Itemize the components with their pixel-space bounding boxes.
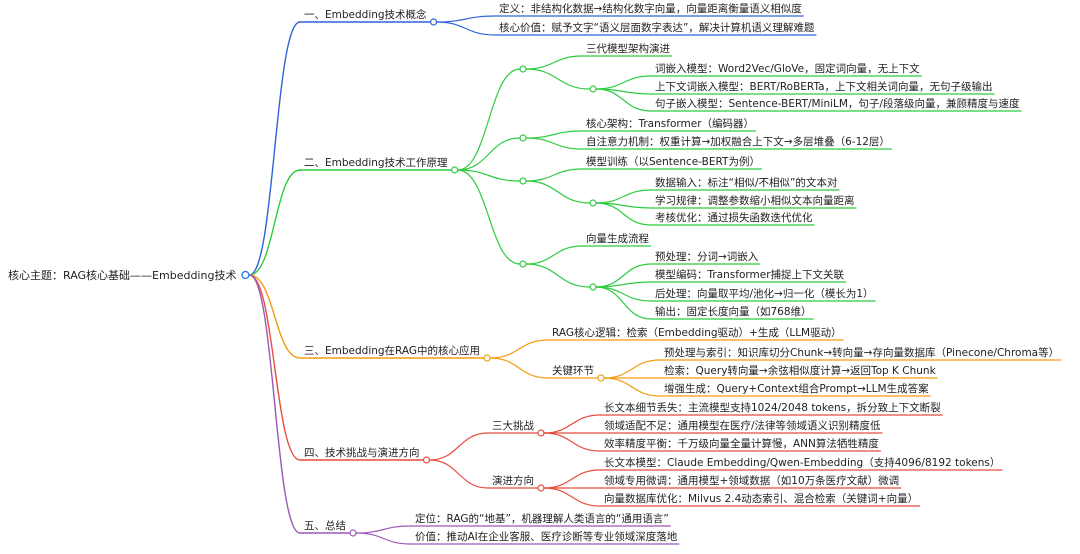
connector-line xyxy=(603,359,661,379)
connector-line xyxy=(457,169,521,265)
challenge-2: 领域适配不足：通用模型在医疗/法律等领域语义识别精度低 xyxy=(604,419,881,432)
connector-line xyxy=(525,130,583,139)
key-step-3: 增强生成：Query+Context组合Prompt→LLM生成答案 xyxy=(664,382,929,395)
root-topic: 核心主题：RAG核心基础——Embedding技术 xyxy=(8,268,236,282)
connector-line xyxy=(249,274,301,461)
node-dot[interactable] xyxy=(483,354,491,362)
branch-4-label: 四、技术挑战与演进方向 xyxy=(304,446,420,459)
generation-step-1: 预处理：分词→词嵌入 xyxy=(655,251,759,263)
key-step-2: 检索：Query转向量→余弦相似度计算→返回Top K Chunk xyxy=(664,364,937,377)
connector-line xyxy=(525,55,583,70)
model-type-2: 上下文词嵌入模型：BERT/RoBERTa，上下文相关词向量，无句子级输出 xyxy=(655,80,993,93)
summary-value: 价值：推动AI在企业客服、医疗诊断等专业领域深度落地 xyxy=(415,530,678,543)
connector-line xyxy=(543,469,601,489)
connector-line xyxy=(490,357,549,379)
training-step-2: 学习规律：调整参数缩小相似文本向量距离 xyxy=(655,194,855,207)
node-dot[interactable] xyxy=(241,270,250,280)
concept-value: 核心价值：赋予文字“语义层面数字表达”，解决计算机语义理解难题 xyxy=(499,21,815,34)
connector-line xyxy=(249,274,301,534)
branch-2-label: 二、Embedding技术工作原理 xyxy=(304,156,448,169)
challenge-1: 长文本细节丢失：主流模型支持1024/2048 tokens，拆分致上下文断裂 xyxy=(604,401,941,414)
connector-line xyxy=(525,137,583,150)
node-dot[interactable] xyxy=(422,456,431,464)
connector-line xyxy=(457,137,521,171)
connector-line xyxy=(525,168,583,182)
direction-3: 向量数据库优化：Milvus 2.4动态索引、混合检索（关键词+向量） xyxy=(604,492,918,505)
branch-1-label: 一、Embedding技术概念 xyxy=(304,8,427,21)
generation-step-3: 后处理：向量取平均/池化→归一化（模长为1） xyxy=(655,287,874,300)
connector-line xyxy=(543,414,601,434)
connector-line xyxy=(595,286,652,320)
connector-line xyxy=(436,15,496,23)
node-dot[interactable] xyxy=(519,260,527,268)
connector-line xyxy=(436,21,496,36)
directions-label: 演进方向 xyxy=(492,474,534,487)
connector-line xyxy=(543,432,601,452)
node-dot[interactable] xyxy=(450,166,459,174)
challenges-label: 三大挑战 xyxy=(492,419,534,432)
connector-line xyxy=(355,525,412,534)
node-dot[interactable] xyxy=(429,18,438,26)
connector-line xyxy=(457,169,521,182)
connector-line xyxy=(249,169,301,276)
connector-line xyxy=(525,263,591,288)
connector-line xyxy=(249,21,301,276)
connector-line xyxy=(429,432,489,461)
model-type-1: 词嵌入模型：Word2Vec/GloVe，固定词向量，无上下文 xyxy=(655,62,920,75)
connector-line xyxy=(525,68,591,90)
core-architecture: 核心架构：Transformer（编码器） xyxy=(586,117,754,130)
connector-line xyxy=(603,377,661,397)
model-type-3: 句子嵌入模型：Sentence-BERT/MiniLM，句子/段落级向量，兼顾精… xyxy=(655,97,1020,110)
node-dot[interactable] xyxy=(589,85,597,93)
connector-line xyxy=(595,286,652,302)
self-attention: 自注意力机制：权重计算→加权融合上下文→多层堆叠（6-12层） xyxy=(586,135,890,148)
connector-line xyxy=(595,263,652,288)
node-dot[interactable] xyxy=(349,529,357,537)
rag-core-logic: RAG核心逻辑：检索（Embedding驱动）+生成（LLM驱动） xyxy=(552,326,842,339)
connector-line xyxy=(249,274,301,359)
connector-line xyxy=(595,88,652,112)
model-evolution-title: 三代模型架构演进 xyxy=(586,42,670,55)
challenge-3: 效率精度平衡：千万级向量全量计算慢，ANN算法牺牲精度 xyxy=(604,437,879,450)
connector-line xyxy=(355,532,412,545)
node-dot[interactable] xyxy=(519,65,527,73)
node-dot[interactable] xyxy=(537,429,545,437)
direction-2: 领域专用微调：通用模型+领域数据（如10万条医疗文献）微调 xyxy=(604,474,899,487)
node-dot[interactable] xyxy=(537,484,545,492)
node-dot[interactable] xyxy=(519,134,527,142)
connector-line xyxy=(543,487,601,507)
training-title: 模型训练（以Sentence-BERT为例） xyxy=(586,155,760,168)
connector-line xyxy=(595,75,652,90)
training-step-1: 数据输入：标注“相似/不相似”的文本对 xyxy=(655,176,838,189)
connector-line xyxy=(595,189,652,204)
node-dot[interactable] xyxy=(597,374,605,382)
connector-line xyxy=(429,459,489,489)
connector-line xyxy=(525,245,583,265)
summary-position: 定位：RAG的“地基”，机器理解人类语言的“通用语言” xyxy=(415,512,669,525)
generation-step-2: 模型编码：Transformer捕捉上下文关联 xyxy=(655,268,845,281)
key-step-1: 预处理与索引：知识库切分Chunk→转向量→存向量数据库（Pinecone/Ch… xyxy=(664,346,1059,359)
training-step-3: 考核优化：通过损失函数迭代优化 xyxy=(655,211,813,224)
connector-line xyxy=(595,281,652,288)
direction-1: 长文本模型：Claude Embedding/Qwen-Embedding（支持… xyxy=(604,456,1000,469)
connector-line xyxy=(490,339,549,359)
connector-line xyxy=(525,180,591,204)
generation-step-4: 输出：固定长度向量（如768维） xyxy=(655,305,812,318)
node-dot[interactable] xyxy=(519,177,527,185)
connector-line xyxy=(595,202,652,226)
concept-definition: 定义：非结构化数据→结构化数字向量，向量距离衡量语义相似度 xyxy=(499,2,802,15)
node-dot[interactable] xyxy=(589,199,597,207)
generation-title: 向量生成流程 xyxy=(586,232,649,245)
node-dot[interactable] xyxy=(589,283,597,291)
connector-line xyxy=(457,68,521,171)
branch-3-label: 三、Embedding在RAG中的核心应用 xyxy=(304,344,480,357)
key-steps-label: 关键环节 xyxy=(552,364,594,377)
branch-5-label: 五、总结 xyxy=(304,519,346,532)
